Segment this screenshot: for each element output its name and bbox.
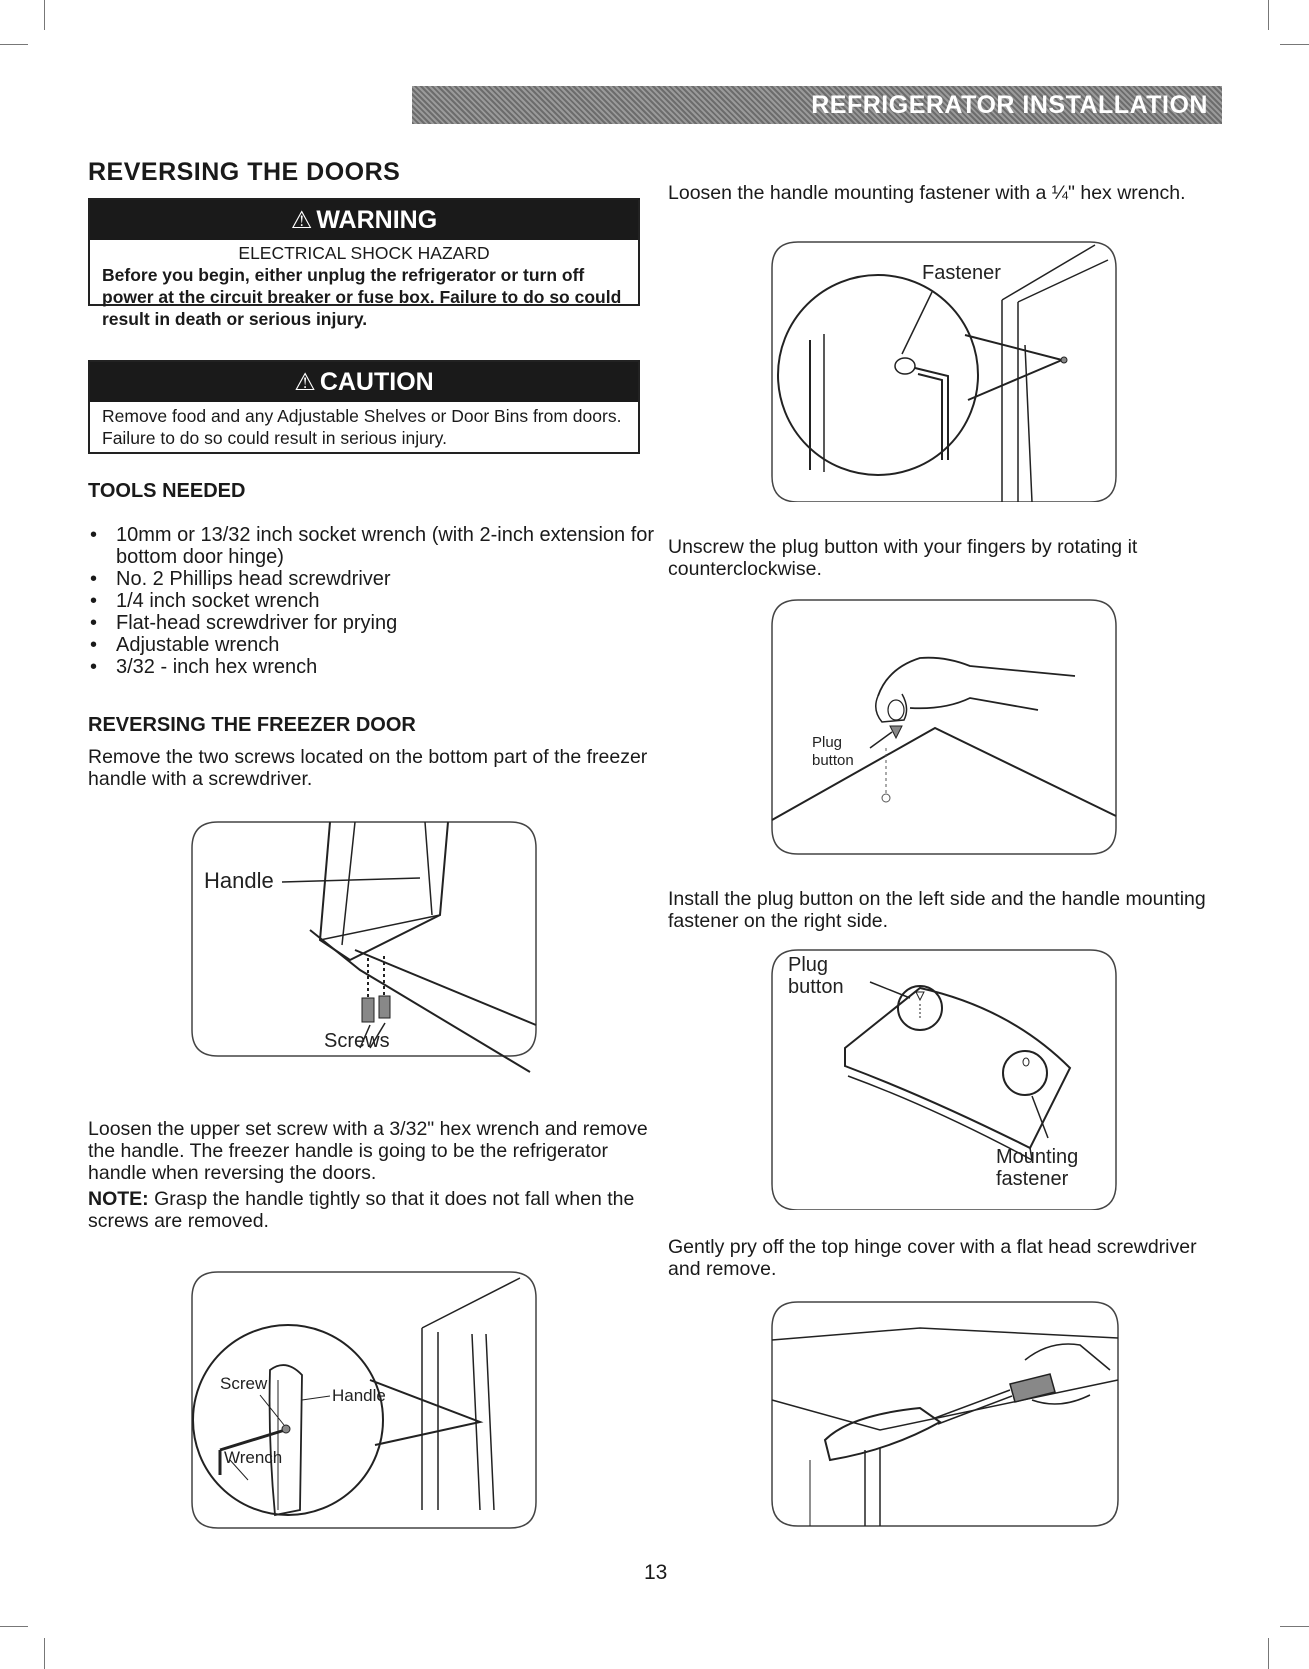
fastener-drawing [771,241,1117,502]
warning-text: Before you begin, either unplug the refr… [102,265,622,329]
crop-mark [1280,1626,1309,1627]
crop-mark [0,1626,28,1627]
label-handle: Handle [204,868,274,893]
section-header-label: REFRIGERATOR INSTALLATION [811,91,1208,119]
label-button: button [788,976,844,998]
warning-hazard: ELECTRICAL SHOCK HAZARD [238,243,490,263]
tools-list: 10mm or 13/32 inch socket wrench (with 2… [88,524,676,678]
section-header: REFRIGERATOR INSTALLATION [412,86,1222,124]
label-screw: Screw [220,1374,268,1393]
crop-mark [0,44,28,45]
handle-screws-drawing [191,821,537,1073]
crop-mark [1280,44,1309,45]
label-fastener: Fastener [922,262,1001,284]
right-step-1: Loosen the handle mounting fastener with… [668,182,1186,204]
crop-mark [1268,1638,1269,1669]
crop-mark [44,1638,45,1669]
figure-plug-button: Plug button [770,598,1118,856]
plug-button-drawing [771,599,1117,855]
caution-bar: ⚠CAUTION [90,362,638,402]
hinge-cover-drawing [771,1301,1119,1527]
label-handle: Handle [332,1386,386,1405]
label-plug: Plug [812,734,843,751]
figure-screw-wrench: Screw Handle Wrench [190,1270,538,1530]
label-plug: Plug [788,954,829,976]
screw-wrench-drawing [191,1271,537,1529]
list-item: 10mm or 13/32 inch socket wrench (with 2… [88,524,676,568]
caution-text: Remove food and any Adjustable Shelves o… [102,406,622,448]
warning-triangle-icon: ⚠ [290,207,313,234]
figure-fastener: Fastener [770,240,1118,502]
label-fastener: fastener [996,1168,1069,1190]
figure-handle-screws: Handle Screws [190,820,538,1082]
note-text: Grasp the handle tightly so that it does… [88,1188,635,1232]
freezer-heading: REVERSING THE FREEZER DOOR [88,714,416,736]
crop-mark [44,0,45,30]
caution-triangle-icon: ⚠ [294,369,316,396]
list-item: 3/32 - inch hex wrench [88,656,676,678]
caution-label: CAUTION [319,368,434,396]
page-title: REVERSING THE DOORS [88,158,401,186]
list-item: Adjustable wrench [88,634,676,656]
freezer-step-1: Remove the two screws located on the bot… [88,746,648,790]
page-number: 13 [644,1561,668,1584]
note-label: NOTE: [88,1188,149,1210]
label-button: button [812,752,854,769]
freezer-step-2: Loosen the upper set screw with a 3/32" … [88,1118,648,1184]
warning-label: WARNING [316,206,438,234]
right-step-4: Gently pry off the top hinge cover with … [668,1236,1197,1280]
warning-bar: ⚠WARNING [90,200,638,240]
label-wrench: Wrench [224,1448,283,1467]
figure-hinge-cover [770,1300,1120,1528]
freezer-note: NOTE: Grasp the handle tightly so that i… [88,1188,648,1232]
right-step-2: Unscrew the plug button with your finger… [668,536,1138,580]
list-item: Flat-head screwdriver for prying [88,612,676,634]
right-step-3: Install the plug button on the left side… [668,888,1206,932]
label-screws: Screws [324,1030,390,1052]
warning-box: ⚠WARNING ELECTRICAL SHOCK HAZARD Before … [88,198,640,329]
list-item: No. 2 Phillips head screwdriver [88,568,676,590]
caution-box: ⚠CAUTION Remove food and any Adjustable … [88,360,640,454]
label-mounting: Mounting [996,1146,1079,1168]
list-item: 1/4 inch socket wrench [88,590,676,612]
tools-heading: TOOLS NEEDED [88,480,246,502]
figure-install-plug: Plug button Mounting fastener [770,948,1118,1210]
install-plug-drawing [771,949,1117,1210]
crop-mark [1268,0,1269,30]
